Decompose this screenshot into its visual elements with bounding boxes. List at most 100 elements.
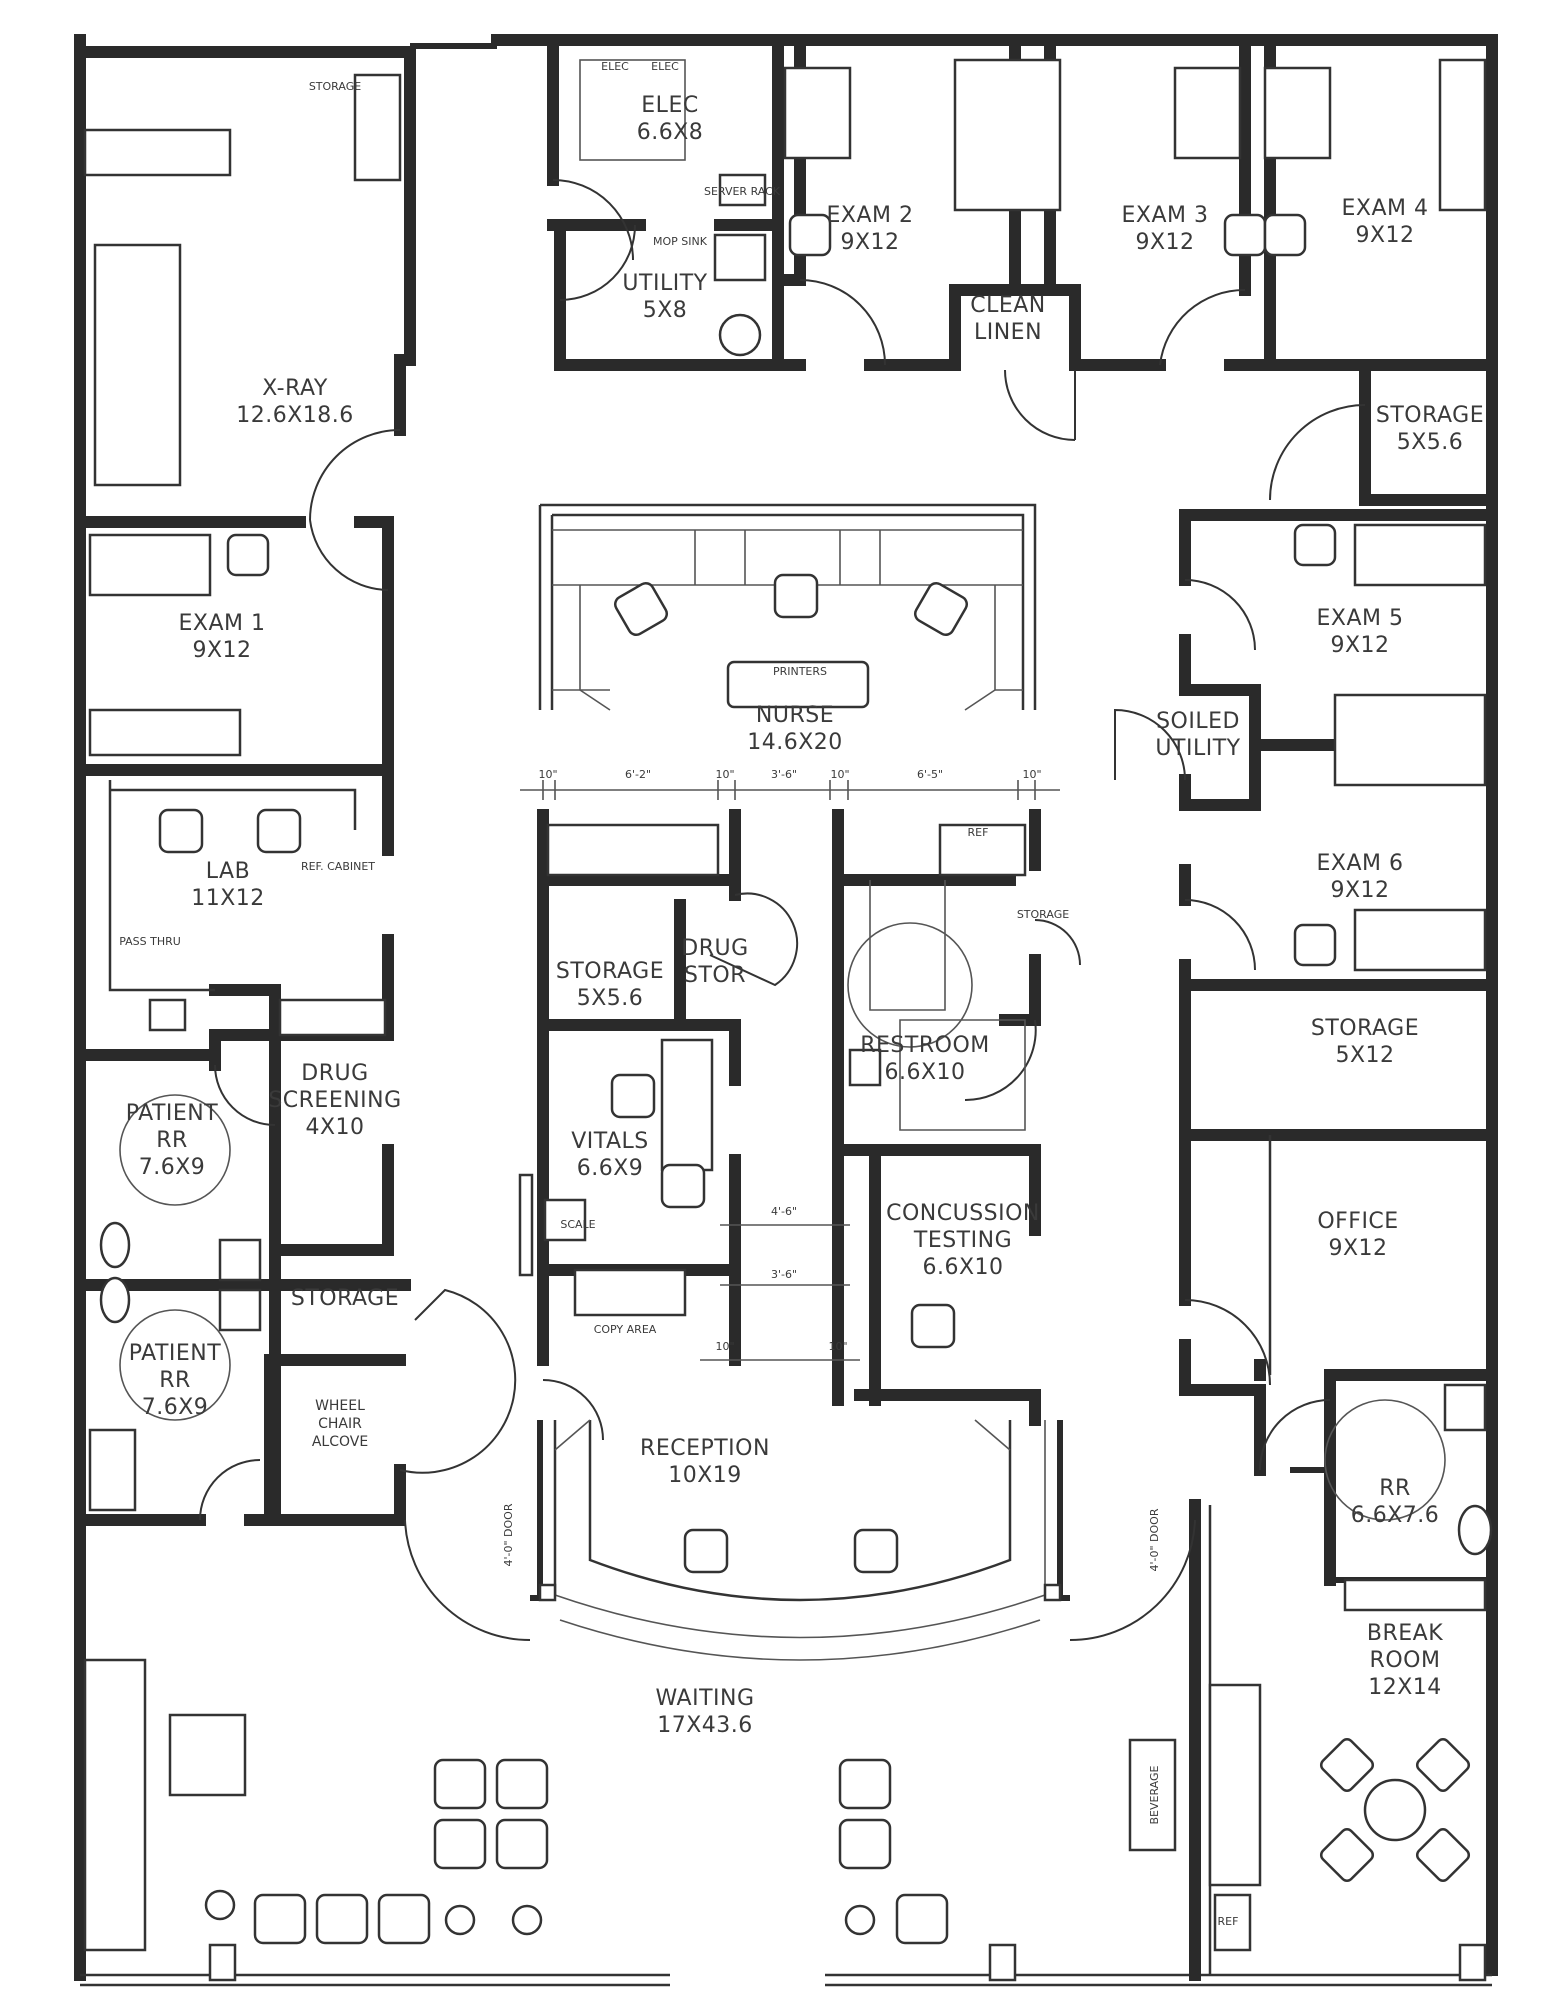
room-name: SERVER RACK	[704, 185, 781, 198]
room-dims: UTILITY	[1155, 736, 1240, 761]
room-label-copy-area: COPY AREA	[594, 1323, 657, 1336]
room-dims: 11X12	[191, 886, 265, 911]
dimension-dim-10: 10"	[715, 1340, 734, 1353]
room-name: STORAGE	[556, 959, 664, 984]
dimension-dim-11: 10"	[828, 1340, 847, 1353]
room-label-server-rack: SERVER RACK	[704, 185, 781, 198]
room-dims: CHAIR	[318, 1416, 362, 1432]
room-name: 4'-0" DOOR	[502, 1503, 515, 1566]
room-dims: 6.6X10	[884, 1060, 965, 1085]
room-dims: 9X12	[1330, 878, 1389, 903]
room-dims: TESTING	[913, 1228, 1012, 1253]
room-name: STORAGE	[1311, 1016, 1419, 1041]
room-name: EXAM 2	[827, 203, 914, 228]
room-dims: 9X12	[840, 230, 899, 255]
room-label-storage-w: STORAGE	[291, 1286, 399, 1311]
room-name: WAITING	[655, 1686, 754, 1711]
room-name: PATIENT	[126, 1101, 218, 1126]
room-label-elec-panel-1: ELEC	[601, 60, 629, 73]
room-name: CLEAN	[970, 293, 1046, 318]
room-name: EXAM 1	[179, 611, 266, 636]
room-dims: STOR	[684, 963, 746, 988]
room-dims: 12.6X18.6	[236, 403, 354, 428]
dimension-lines	[520, 780, 1060, 1361]
room-dims: 6.6X8	[637, 120, 704, 145]
room-dims: 6.6X9	[577, 1156, 644, 1181]
room-dims: 9X12	[1328, 1236, 1387, 1261]
room-label-ref-top: REF	[968, 826, 989, 839]
room-name: OFFICE	[1317, 1209, 1398, 1234]
room-label-elec-panel-2: ELEC	[651, 60, 679, 73]
room-label-printers: PRINTERS	[773, 665, 827, 678]
room-name: STORAGE	[309, 80, 361, 93]
room-name: RESTROOM	[860, 1033, 990, 1058]
room-label-mop-sink: MOP SINK	[653, 235, 708, 248]
room-name: STORAGE	[1017, 908, 1069, 921]
room-dims: 5X5.6	[577, 986, 644, 1011]
exterior-walls	[74, 34, 1498, 1987]
dimension-dim-1: 10"	[538, 768, 557, 781]
room-label-beverage: BEVERAGE	[1148, 1765, 1161, 1824]
room-name: STORAGE	[291, 1286, 399, 1311]
room-dims: LINEN	[974, 320, 1042, 345]
room-dims: 6.6X7.6	[1351, 1503, 1440, 1528]
room-name: EXAM 3	[1122, 203, 1209, 228]
room-dims: RR	[159, 1368, 191, 1393]
reception-counter	[538, 1419, 1062, 1661]
room-label-storage-xray: STORAGE	[309, 80, 361, 93]
room-name: DRUG	[301, 1061, 368, 1086]
room-name: EXAM 5	[1317, 606, 1404, 631]
room-name: SCALE	[560, 1218, 595, 1231]
room-dims: SCREENING	[268, 1088, 401, 1113]
dimension-dim-7: 10"	[1022, 768, 1041, 781]
room-name: NURSE	[756, 703, 834, 728]
dimension-dim-4: 3'-6"	[771, 768, 797, 781]
room-label-ref-cabinet: REF. CABINET	[301, 860, 375, 873]
room-dims2: 4X10	[305, 1115, 364, 1140]
room-name: REF. CABINET	[301, 860, 375, 873]
room-name: SOILED	[1156, 709, 1240, 734]
room-name: PRINTERS	[773, 665, 827, 678]
nurse-station	[538, 503, 1037, 711]
room-dims2: 12X14	[1368, 1675, 1442, 1700]
interior-walls	[74, 46, 1498, 1981]
room-dims: 9X12	[1355, 223, 1414, 248]
room-name: PASS THRU	[119, 935, 181, 948]
room-name: CONCUSSION	[886, 1201, 1040, 1226]
room-name: EXAM 4	[1342, 196, 1429, 221]
room-dims: 9X12	[1330, 633, 1389, 658]
room-dims: 9X12	[192, 638, 251, 663]
room-name: ELEC	[601, 60, 629, 73]
room-name: ELEC	[651, 60, 679, 73]
room-name: RR	[1379, 1476, 1411, 1501]
dimension-dim-9: 3'-6"	[771, 1268, 797, 1281]
room-name: PATIENT	[129, 1341, 221, 1366]
dimension-dim-3: 10"	[715, 768, 734, 781]
room-label-door-4ft-e: 4'-0" DOOR	[1148, 1508, 1161, 1571]
room-dims2: ALCOVE	[312, 1434, 368, 1450]
room-name: COPY AREA	[594, 1323, 657, 1336]
dimension-dim-2: 6'-2"	[625, 768, 651, 781]
